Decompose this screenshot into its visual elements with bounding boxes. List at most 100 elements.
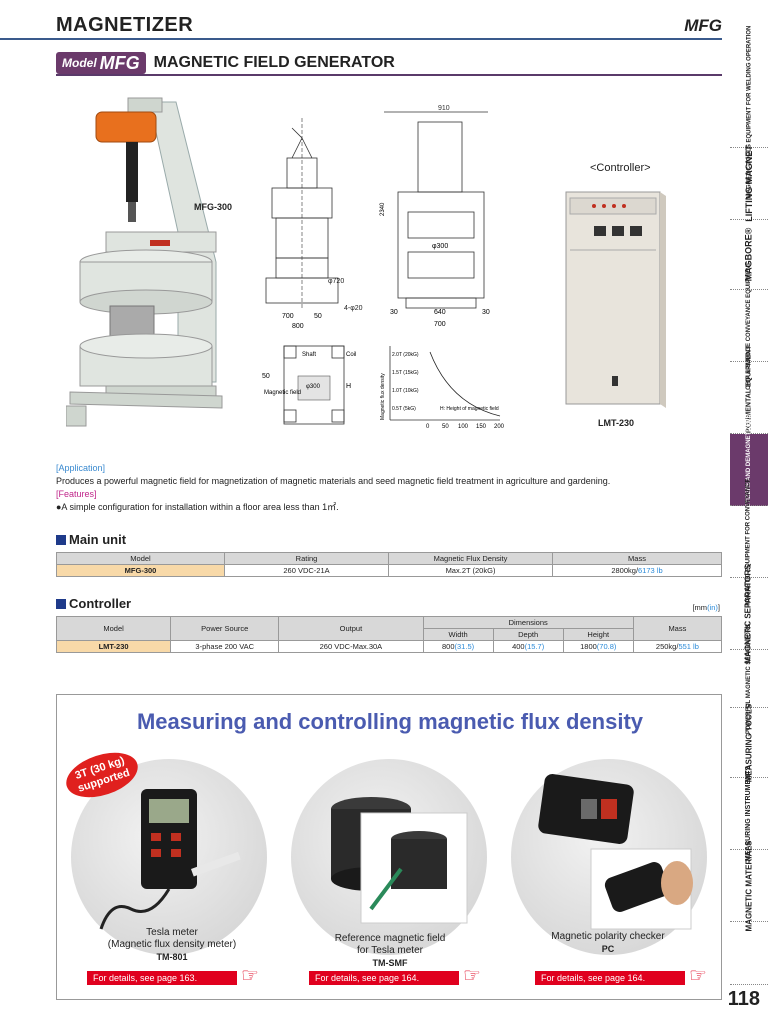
col-output: Output [278,616,424,641]
cell-model: MFG-300 [56,564,225,577]
height-mm: 1800 [580,642,597,651]
cell-height: 1800(70.8) [562,640,634,653]
col-mass: Mass [552,552,722,565]
col-rating: Rating [224,552,389,565]
mass-kg: 2800kg/ [611,566,639,575]
main-unit-table: Model Rating Magnetic Flux Density Mass … [56,552,722,577]
dim-phi720: φ720 [328,278,345,285]
pointing-hand-icon: ☞ [241,965,259,987]
cell-mass: 2800kg/6173 lb [552,564,722,577]
col-height: Height [562,628,634,641]
dim-holes: 4-φ20 [344,305,363,312]
dim-30b: 30 [482,309,490,316]
features-label: [Features] [56,489,97,499]
col-dimensions: Dimensions [422,616,634,629]
model-tag-code: MFG [99,52,140,73]
caption-line2: for Tesla meter [357,945,423,956]
sidebar-item-measuring-instruments[interactable]: MEASURING INSTRUMENTS [730,766,768,861]
col-depth: Depth [492,628,564,641]
dim-H: H [346,383,351,390]
sidebar-item-magbore[interactable]: MAGBORE® [730,220,768,290]
features-text: ●A simple configuration for installation… [56,502,339,512]
label-magfield: Magnetic field [264,390,301,396]
details-link-tesla[interactable]: For details, see page 163. [87,971,237,985]
polarity-checker-caption: Magnetic polarity checker PC [503,931,713,956]
polarity-checker-image [511,759,707,955]
sidebar-item-environmental[interactable]: ENVIRONMENTAL EQUIPMENT [730,346,768,449]
mass-kg: 250kg/ [655,642,679,651]
sidebar-item-separators[interactable]: MAGNETIC SEPARATORS [730,564,768,663]
reference-field-icon [331,797,468,924]
application-text: Produces a powerful magnetic field for m… [56,476,611,486]
caption-line1: Reference magnetic field [334,933,446,944]
table-row: LMT-230 3-phase 200 VAC 260 VDC-Max.30A … [55,640,723,653]
main-unit-heading-text: Main unit [69,532,127,547]
measuring-panel: Measuring and controlling magnetic flux … [56,694,722,1000]
dim-phi300: φ300 [432,243,448,250]
details-link-reference[interactable]: For details, see page 164. [309,971,459,985]
table-row: MFG-300 260 VDC-21A Max.2T (20kG) 2800kg… [56,564,722,577]
xtick-0: 0 [426,424,430,430]
tesla-meter-image [71,759,267,955]
label-shaft: Shaft [302,352,316,358]
main-unit-heading: Main unit [56,532,126,547]
caption-model: TM-SMF [372,958,408,968]
pointing-hand-icon: ☞ [463,965,481,987]
cell-output: 260 VDC-Max.30A [278,640,424,653]
application-label: [Application] [56,463,106,473]
label-phi300b: φ300 [306,384,321,390]
col-flux: Magnetic Flux Density [388,552,553,565]
mass-lb: 6173 lb [638,566,663,575]
sidebar-item-lifting[interactable]: LIFTING MAGNET [730,145,768,222]
unit-mm: [mm [692,603,708,612]
machine-label: MFG-300 [194,202,233,212]
panel-title: Measuring and controlling magnetic flux … [136,709,644,734]
caption-line2: (Magnetic flux density meter) [107,939,237,950]
heading-square-icon [56,534,66,545]
dim-700: 700 [282,313,294,320]
sidebar-item-welding[interactable]: MAGNETIC TOOLS EQUIPMENT FOR WELDING OPE… [730,25,768,198]
dim-50: 50 [314,313,322,320]
table-header-row: Model Rating Magnetic Flux Density Mass [56,552,722,565]
polarity-checker-icon [538,774,693,930]
mass-lb: 551 lb [678,642,699,651]
col-model: Model [55,616,172,641]
sidebar-item-magnetizers[interactable]: MAGNETIZERS AND DEMAGNETIZERS [730,414,768,525]
cell-power: 3-phase 200 VAC [170,640,280,653]
ytick-3: 0.5T (5kG) [392,406,416,412]
page-title: MAGNETIZER [56,14,194,36]
sidebar-label: MAGNETIC MATERIALS [744,840,753,931]
xtick-2: 100 [458,424,469,430]
ytick-2: 1.0T (10kG) [392,388,419,394]
pointing-hand-icon: ☞ [689,965,707,987]
height-in: (70.8) [596,642,617,651]
page-code: MFG [684,16,722,35]
dim-910: 910 [438,105,450,112]
label-coil: Coil [346,352,356,358]
cell-model: LMT-230 [55,640,172,653]
model-tag: Model MFG [56,52,146,74]
dim-30a: 30 [390,309,398,316]
unit-in: (in) [707,603,718,612]
dim-700b: 700 [434,321,446,328]
front-view-drawing: 700 50 800 [265,118,339,330]
sidebar-label: LIFTING MAGNET [743,145,754,222]
sidebar-item-chip[interactable]: CHIP & SLUDGE CONVEYANCE EQUIPMENT [730,262,768,389]
depth-mm: 400 [512,642,525,651]
sidebar-item-materials[interactable]: MAGNETIC MATERIALS [730,840,768,931]
sidebar-item-conveyance[interactable]: MAGNETIC EQUIPMENT FOR CONVEYANCE [730,478,768,605]
tesla-meter-icon [99,789,241,930]
page-rule [730,984,768,985]
controller-heading: Controller [56,596,131,611]
caption-model: PC [601,944,615,954]
dim-h50: 50 [262,373,270,380]
depth-in: (15.7) [524,642,545,651]
controller-label: LMT-230 [598,418,635,428]
controller-table: Model Power Source Output Dimensions Mas… [55,616,723,653]
sidebar-item-measuring-tools[interactable]: MEASURING TOOLS [730,703,768,782]
model-tag-label: Model [62,56,97,70]
details-link-polarity[interactable]: For details, see page 164. [535,971,685,985]
controller-title: <Controller> [590,162,651,174]
caption-line1: Magnetic polarity checker [551,931,665,942]
sidebar-item-powerful-separators[interactable]: POWERFUL MAGNETIC SEPARATORS [730,623,768,734]
